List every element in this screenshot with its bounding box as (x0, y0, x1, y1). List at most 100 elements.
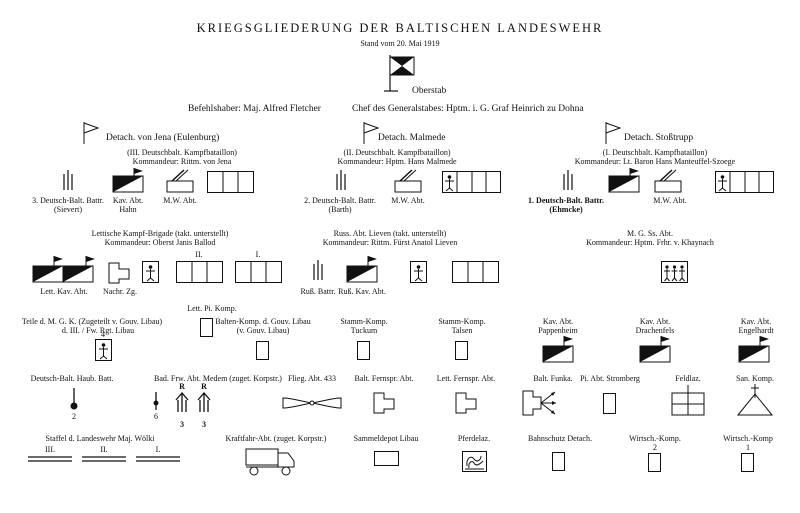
oberstab-flag-icon (388, 55, 418, 93)
kav-pappenheim-label2: Pappenheim (538, 326, 578, 335)
haub-num: 2 (72, 412, 76, 421)
teile-mg-icon (95, 339, 113, 361)
bahn-label: Bahnschutz Detach. (528, 434, 592, 443)
detach-jena-line1: (III. Deutschbalt. Kampfbataillon) (127, 148, 237, 157)
flieg-propeller-icon (282, 393, 342, 413)
befehlshaber-text: Befehlshaber: Maj. Alfred Fletcher (188, 104, 321, 114)
fernspr1-icon (373, 392, 395, 414)
stoss-battalion-box (715, 171, 775, 193)
pferde-icon (462, 451, 488, 473)
detach-stoss-line1: (I. Deutschbalt. Kampfbataillon) (602, 148, 708, 157)
stoss-mw-label: M.W. Abt. (653, 196, 687, 205)
stoss-battery-label1: 1. Deutsch-Balt. Battr. (528, 196, 604, 205)
detach-malmede-flag-icon (362, 122, 382, 146)
frw-rider-icon-2 (197, 392, 211, 414)
balten-box (256, 341, 270, 361)
kav-drachenfels-label1: Kav. Abt. (639, 317, 671, 326)
kav-drachenfels-label2: Drachenfels (635, 326, 675, 335)
lett-cavalry-icon (32, 256, 95, 284)
malmede-mortar-icon (394, 168, 422, 194)
mgs-line1: M. G. Ss. Abt. (626, 229, 674, 238)
stamm1-box (357, 341, 371, 361)
frw-num3b: 3 (202, 420, 206, 429)
wirt1-num: 1 (746, 443, 750, 452)
fernspr1-label: Balt. Fernspr. Abt. (354, 374, 414, 383)
wirt1-label: Wirtsch.-Komp (723, 434, 773, 443)
detach-jena-flag-icon (82, 122, 102, 146)
malmede-battery-label1: 2. Deutsch-Balt. Battr. (304, 196, 376, 205)
detach-jena-line2: Kommandeur: Rittm. von Jena (132, 157, 232, 166)
kav-engelhardt-icon (738, 336, 770, 364)
wirt2-box (648, 453, 662, 473)
russ-battery-icon (310, 260, 326, 282)
wirt2-label: Wirtsch.-Komp. (629, 434, 681, 443)
kav-pappenheim-icon (542, 336, 574, 364)
detach-stoss-line2: Kommandeur: Lt. Baron Hans Manteuffel-Sz… (574, 157, 736, 166)
san-icon (737, 384, 773, 418)
kav-pappenheim-label1: Kav. Abt. (542, 317, 574, 326)
balten-label2: (v. Gouv. Libau) (236, 326, 290, 335)
detach-malmede-name: Detach. Malmede (378, 133, 446, 143)
stoss-battery-icon (560, 170, 576, 192)
jena-battery-label1: 3. Deutsch-Balt. Battr. (32, 196, 104, 205)
russ-line2: Kommandeur: Rittm. Fürst Anatol Lieven (322, 238, 458, 247)
detach-stoss-flag-icon (604, 122, 624, 146)
bahn-box (552, 452, 566, 472)
feldlaz-icon (671, 385, 705, 417)
frw-label: Bad. Frw. Abt. Medem (zuget. Korpstr.) (154, 374, 282, 383)
haub-icon (70, 388, 78, 410)
stoss-cavalry-icon (608, 168, 640, 194)
sammel-label: Sammeldepot Libau (353, 434, 419, 443)
teile-num: 4 (101, 330, 105, 339)
stamm2-label2: Talsen (451, 326, 473, 335)
mgs-line2: Kommandeur: Hptm. Frhr. v. Khaynach (586, 238, 714, 247)
kav-drachenfels-icon (639, 336, 671, 364)
kav-engelhardt-label1: Kav. Abt. (740, 317, 772, 326)
pferde-label: Pferdelaz. (457, 434, 491, 443)
jena-battalion-box (207, 171, 255, 193)
detach-jena-name: Detach. von Jena (Eulenburg) (106, 133, 220, 143)
frw-num3a: 3 (180, 420, 184, 429)
jena-mw-label: M.W. Abt. (163, 196, 197, 205)
haub-label: Deutsch-Balt. Haub. Batt. (30, 374, 114, 383)
kav-engelhardt-label2: Engelhardt (738, 326, 774, 335)
staffel-iii: III. (45, 445, 55, 454)
detach-stoss-name: Detach. Stoßtrupp (624, 133, 694, 143)
pi-stromberg-box (603, 393, 617, 415)
kraft-truck-icon (244, 447, 300, 477)
lett-brigade-line2: Kommandeur: Oberst Janis Ballod (104, 238, 216, 247)
mgs-mg-icon (661, 261, 689, 283)
stoss-battery-label2: (Ehmcke) (549, 205, 583, 214)
funk-radio-icon (522, 388, 556, 418)
lett-cavalry-label: Lett. Kav. Abt. (40, 287, 88, 296)
pi-stromberg-label: Pi. Abt. Stromberg (580, 374, 640, 383)
staffel-ii: II. (100, 445, 108, 454)
feldlaz-label: Feldlaz. (675, 374, 701, 383)
nachr-zug-label: Nachr. Zg. (103, 287, 137, 296)
detach-malmede-line1: (II. Deutschbalt. Kampfbataillon) (343, 148, 451, 157)
stamm1-label1: Stamm-Komp. (340, 317, 388, 326)
balten-label1: Balten-Komp. d. Gouv. Libau (215, 317, 311, 326)
jena-cavalry-label2: Hahn (119, 205, 137, 214)
russ-battalion-box (452, 261, 500, 283)
san-label: San. Komp. (736, 374, 774, 383)
nachr-zug-icon (108, 262, 130, 284)
malmede-battalion-box (442, 171, 502, 193)
teile-label1: Teile d. M. G. K. (Zugeteilt v. Gouv. Li… (21, 317, 163, 326)
lett-brigade-line1: Lettische Kampf-Brigade (takt. unterstel… (91, 229, 229, 238)
fernspr2-label: Lett. Fernspr. Abt. (436, 374, 496, 383)
malmede-battery-label2: (Barth) (328, 205, 352, 214)
wirt1-box (741, 453, 755, 473)
stoss-mortar-icon (654, 168, 682, 194)
lett-pi-label: Lett. Pi. Komp. (187, 304, 237, 313)
russ-mg-icon (410, 261, 428, 283)
chart-date: Stand vom 20. Mai 1919 (360, 39, 440, 48)
frw-r2: R (201, 382, 207, 391)
russ-battery-label: Ruß. Battr. (300, 287, 336, 296)
chef-text: Chef des Generalstabes: Hptm. i. G. Graf… (352, 104, 584, 114)
russ-cavalry-label: Ruß. Kav. Abt. (338, 287, 386, 296)
jena-battery-icon (60, 170, 76, 192)
detach-malmede-line2: Kommandeur: Hptm. Hans Malmede (337, 157, 457, 166)
teile-label2: d. III. / Fw. Rgt. Libau (61, 326, 135, 335)
stamm2-label1: Stamm-Komp. (438, 317, 486, 326)
